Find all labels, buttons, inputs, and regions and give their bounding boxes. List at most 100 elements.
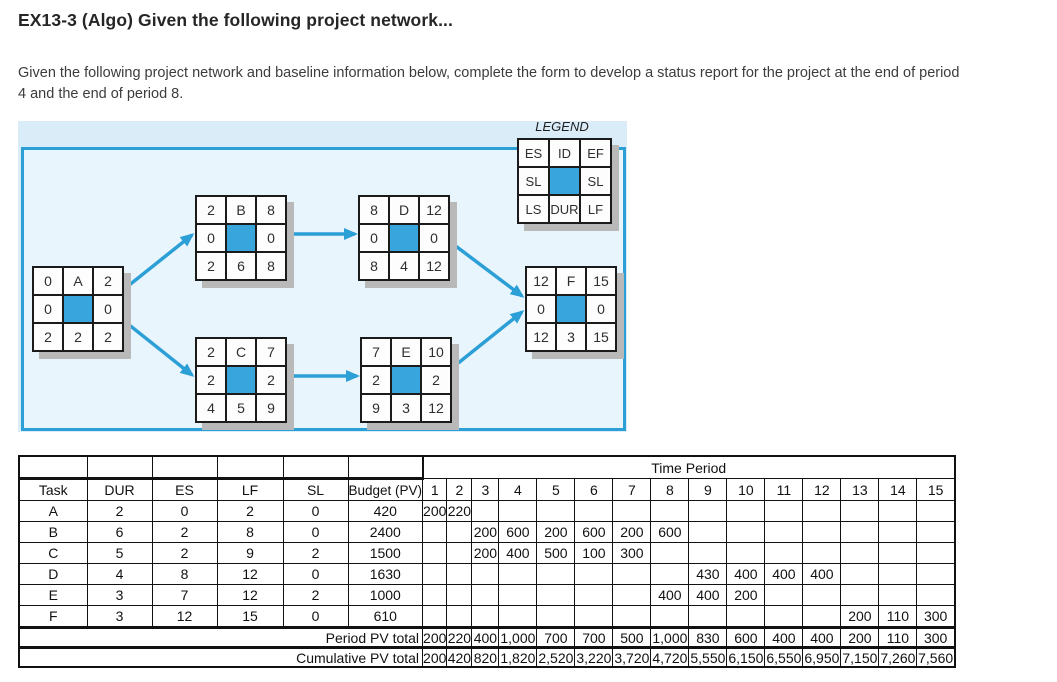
pv-cell-period-15 [916,542,956,564]
node-cell: 7 [255,337,287,367]
node-cell: 7 [360,337,392,367]
cumulative-total-period-2: 420 [446,646,473,668]
node-cell: 5 [225,393,257,423]
column-header-sl: SL [282,478,349,501]
pv-cell-period-10 [726,521,766,543]
period-header-13: 13 [840,478,880,501]
lf-cell: 12 [216,563,284,585]
node-cell: 0 [32,266,64,296]
node-cell: 2 [195,251,227,281]
node-center-cell [555,294,587,324]
pv-cell-period-7: 300 [612,542,652,564]
pv-cell-period-12 [802,500,842,522]
pv-cell-period-2 [446,563,473,585]
pv-cell-period-13 [840,584,880,606]
pv-cell-period-9 [688,500,728,522]
period-header-14: 14 [878,478,918,501]
cumulative-total-period-14: 7,260 [878,646,918,668]
node-cell: 12 [418,251,450,281]
node-cell: C [225,337,257,367]
pv-cell-period-15 [916,584,956,606]
pv-cell-period-10 [726,542,766,564]
pv-cell-period-14 [878,542,918,564]
dur-cell: 3 [86,605,153,628]
time-period-header: Time Period [421,455,956,479]
node-cell: 2 [92,266,124,296]
node-center-cell [390,365,422,395]
pv-cell-period-6: 100 [574,542,614,564]
pv-cell-period-12 [802,605,842,628]
pv-cell-period-13 [840,500,880,522]
period-total-period-5: 700 [536,626,576,648]
pv-cell-period-3 [471,563,500,585]
table-row-banner: Time Period [18,455,956,480]
node-cell: 12 [418,195,450,225]
budget-cell: 1000 [347,584,424,606]
pv-cell-period-1: 200 [422,500,448,522]
pv-cell-period-10: 400 [726,563,766,585]
cumulative-total-period-12: 6,950 [802,646,842,668]
page-title: EX13-3 (Algo) Given the following projec… [18,10,453,30]
node-cell: 2 [195,337,227,367]
node-cell: DUR [548,194,581,224]
cumulative-total-period-8: 4,720 [650,646,690,668]
budget-cell: 610 [347,605,424,628]
node-cell: 0 [525,294,557,324]
cumulative-total-period-13: 7,150 [840,646,880,668]
period-header-1: 1 [422,478,448,501]
sl-cell: 2 [282,542,349,564]
period-header-11: 11 [764,478,804,501]
es-cell: 0 [151,500,218,522]
period-header-2: 2 [446,478,473,501]
node-cell: LF [579,194,612,224]
pv-cell-period-3 [471,584,500,606]
lf-cell: 12 [216,584,284,606]
pv-cell-period-3 [471,605,500,628]
node-cell: 2 [195,195,227,225]
pv-cell-period-15 [916,521,956,543]
pv-cell-period-8: 400 [650,584,690,606]
pv-cell-period-10: 200 [726,584,766,606]
dur-cell: 2 [86,500,153,522]
node-cell: SL [579,166,612,196]
pv-cell-period-1 [422,521,448,543]
es-cell: 12 [151,605,218,628]
node-cell: E [390,337,422,367]
pv-cell-period-12 [802,521,842,543]
pv-cell-period-13 [840,542,880,564]
sl-cell: 0 [282,605,349,628]
period-total-period-9: 830 [688,626,728,648]
banner-empty-cell [216,455,284,480]
pv-cell-period-5: 500 [536,542,576,564]
pv-cell-period-10 [726,605,766,628]
pv-cell-period-11 [764,542,804,564]
period-total-period-11: 400 [764,626,804,648]
period-header-8: 8 [650,478,690,501]
page-description: Given the following project network and … [18,65,960,102]
column-header-dur: DUR [86,478,153,501]
pv-cell-period-4 [498,500,538,522]
lf-cell: 15 [216,605,284,628]
es-cell: 8 [151,563,218,585]
pv-cell-period-10 [726,500,766,522]
sl-cell: 0 [282,563,349,585]
sl-cell: 0 [282,500,349,522]
pv-cell-period-5 [536,500,576,522]
node-cell: 6 [225,251,257,281]
node-cell: 2 [420,365,452,395]
node-cell: 2 [62,322,94,352]
pv-cell-period-13 [840,521,880,543]
period-total-period-1: 200 [422,626,448,648]
node-center-cell [548,166,581,196]
period-total-label: Period PV total [18,626,424,648]
pv-cell-period-2 [446,605,473,628]
node-cell: 0 [418,223,450,253]
banner-empty-cell [151,455,218,480]
pv-cell-period-7: 200 [612,521,652,543]
task-cell: D [18,563,88,585]
